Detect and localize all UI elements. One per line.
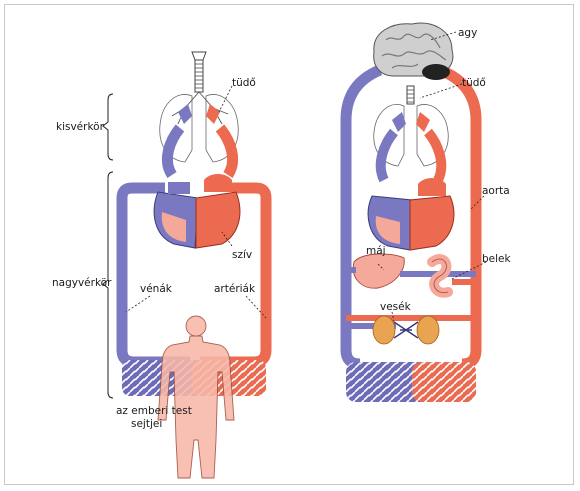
liver-icon: [346, 253, 476, 289]
label-kisverkor: kisvérkör: [56, 121, 105, 133]
heart-right-icon: [367, 178, 455, 251]
brain-icon: [373, 22, 454, 80]
label-maj: máj: [366, 245, 386, 257]
label-test-line2: sejtjei: [131, 418, 162, 430]
label-nagyverkor: nagyvérkör: [52, 277, 112, 289]
intestine-icon: [427, 254, 476, 298]
heart-icon: [153, 174, 241, 249]
kisverkor-bracket: [102, 93, 114, 161]
capillary-bed-artery-right: [412, 362, 476, 402]
label-agy: agy: [458, 27, 477, 39]
label-tudo-left: tüdő: [232, 77, 256, 89]
label-tudo-right: tüdő: [462, 77, 486, 89]
body-silhouette-icon: [157, 315, 235, 479]
label-vesek: vesék: [380, 301, 412, 313]
trachea-icon: [191, 51, 207, 93]
pulmonary-artery-right: [424, 128, 447, 183]
label-venak: vénák: [140, 283, 173, 295]
nagyverkor-bracket: [102, 171, 114, 399]
label-arteriak: artériák: [214, 283, 256, 295]
artery-outer-right: [437, 64, 482, 370]
label-aorta: aorta: [482, 185, 510, 197]
right-diagram: agy tüdő aorta máj belek vesék: [340, 22, 512, 402]
label-test-line1: az emberi test: [116, 405, 192, 417]
pulmonary-vein-left: [162, 124, 185, 179]
pulmonary-vein-right: [375, 128, 398, 183]
pulmonary-artery-left: [215, 124, 238, 179]
kidneys-icon: [346, 315, 476, 345]
vein-outer-right: [340, 64, 383, 370]
trachea-right-icon: [406, 85, 415, 105]
left-diagram: tüdő kisvérkör nagyvérkör szív vénák art…: [52, 51, 272, 479]
label-belek: belek: [482, 253, 512, 265]
lungs-right-icon: [373, 104, 449, 167]
label-sziv: szív: [232, 249, 252, 261]
lungs-icon: [159, 91, 239, 163]
